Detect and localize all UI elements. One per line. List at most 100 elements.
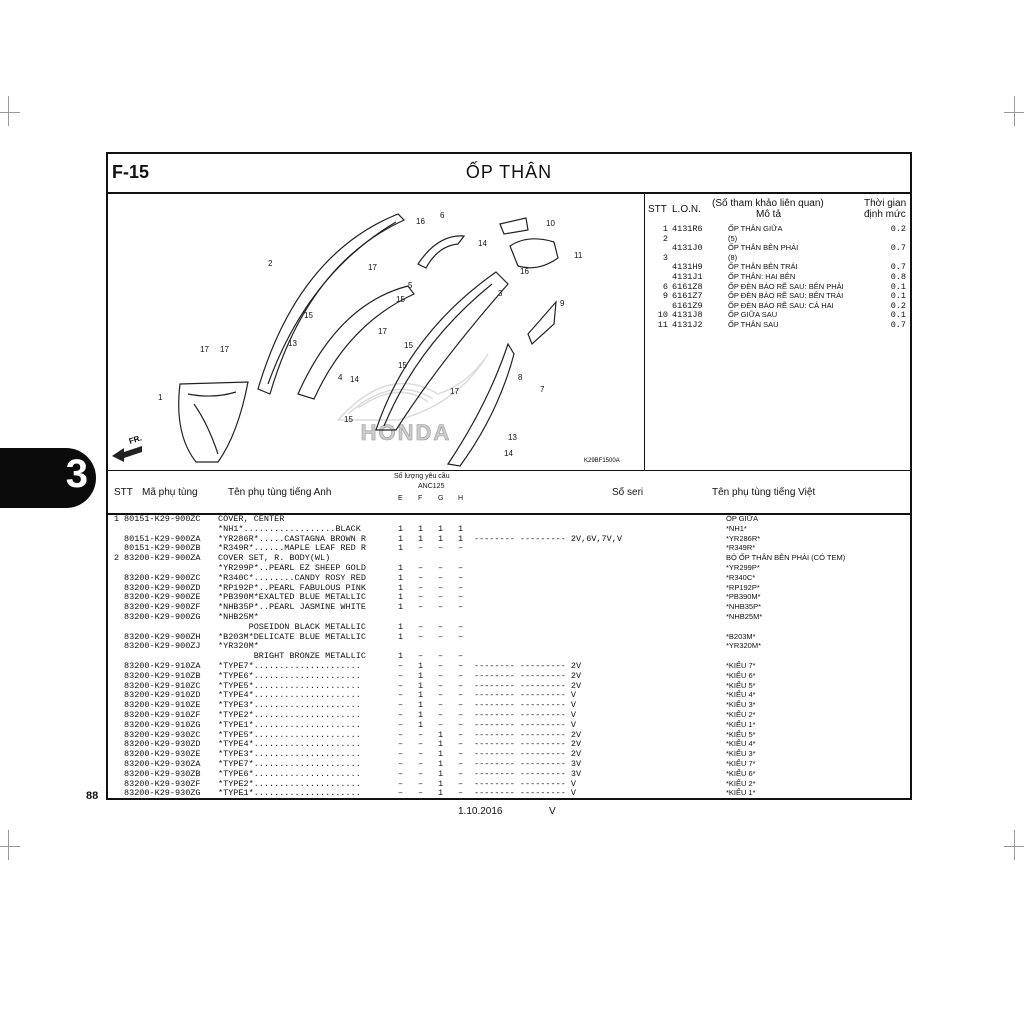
qty-h: – [458,670,464,681]
qty-h: – [458,749,464,760]
ref-header-lon: L.O.N. [672,204,701,215]
ref-lon: 6161Z8 [672,281,703,292]
qty-f: 1 [418,710,424,720]
part-stt: 2 [114,553,120,564]
qty-h: – [458,739,464,750]
ref-stt: 2 [662,233,668,244]
ref-stt: 6 [662,281,668,292]
part-name-vi: *YR286R* [726,533,761,543]
part-name-en: *TYPE3*..................... [218,749,361,760]
ref-header-time: Thời gian [864,198,907,209]
ref-desc: ỐP THÂN SAU [728,320,779,329]
part-number: 80151-K29-900ZC [124,514,201,524]
callout-17: 17 [200,345,209,354]
qty-g: – [438,572,444,583]
part-number: 83200-K29-900ZJ [124,641,201,652]
qty-e: – [398,759,404,769]
page-header: F-15 ỐP THÂN [108,154,910,194]
part-name-en: *RP192P*..PEARL FABULOUS PINK [218,582,366,593]
qty-h: 1 [458,533,464,544]
part-name-vi: *YR299P* [726,563,760,572]
part-name-vi: ỐP GIỮA [726,514,759,523]
honda-wing-watermark [336,353,489,421]
part-name-vi: *KIỂU 6* [726,768,756,778]
serial: -------- --------- 2V [474,749,582,760]
part-number: 83200-K29-930ZG [124,788,201,799]
qty-g: – [438,670,444,681]
callout-14: 14 [504,449,513,458]
qty-g: 1 [438,788,444,799]
parts-header-qty: Số lượng yêu cầu [394,473,450,480]
part-name-vi: *KIỂU 1* [726,788,756,798]
part-2-shape [257,213,406,395]
qty-e: – [398,670,404,681]
qty-h: – [458,700,464,711]
crop-mark [1014,830,1015,860]
callout-17: 17 [368,263,377,272]
callout-15: 15 [344,415,353,424]
callout-8: 8 [518,373,523,382]
qty-e: 1 [398,602,404,613]
divider [108,470,910,471]
qty-f: – [418,602,424,613]
qty-g: 1 [438,759,444,769]
part-number: 83200-K29-930ZA [124,759,201,769]
qty-h: – [458,710,464,720]
qty-g: – [438,719,444,730]
table-row: 83200-K29-910ZG*TYPE1*..................… [108,720,910,730]
part-name-vi: *KIỂU 7* [726,759,756,768]
part-name-en: *B203M*DELICATE BLUE METALLIC [218,631,366,642]
part-number: 80151-K29-900ZB [124,543,201,554]
callout-10: 10 [546,219,555,228]
serial: -------- --------- V [474,690,577,701]
parts-table-header: STT Mã phụ tùng Tên phụ tùng tiếng Anh S… [108,471,910,515]
part-name-en: COVER SET, R. BODY(WL) [218,553,331,564]
parts-header-part-no: Mã phụ tùng [142,487,198,498]
part-name-vi: *PB390M* [726,592,761,602]
part-name-vi: *KIỂU 6* [726,670,756,680]
part-name-vi: *KIỂU 3* [726,700,756,710]
table-row: 83200-K29-910ZB*TYPE6*..................… [108,671,910,681]
table-row: 83200-K29-930ZB*TYPE6*..................… [108,769,910,779]
qty-f: 1 [418,533,424,544]
part-number: 83200-K29-910ZB [124,670,201,681]
callout-11: 11 [574,251,583,260]
table-row: 80151-K29-900ZB*R349R*......MAPLE LEAF R… [108,543,910,553]
qty-g: – [438,651,444,662]
qty-f: – [418,543,424,554]
qty-e: 1 [398,572,404,583]
part-10-shape [499,217,529,235]
qty-f: 1 [418,661,424,671]
callout-13: 13 [288,339,297,348]
parts-header-name-en: Tên phụ tùng tiếng Anh [228,487,332,498]
part-name-vi: *KIỂU 3* [726,749,756,759]
qty-g: – [438,592,444,603]
callout-13: 13 [508,433,517,442]
callout-7: 7 [540,385,545,394]
qty-h: 1 [458,523,464,534]
callout-9: 9 [560,299,565,308]
part-name-en: *TYPE5*..................... [218,729,361,740]
qty-h: – [458,661,464,671]
ref-lon: 4131J8 [672,310,703,321]
part-5-shape [297,285,415,400]
part-name-en: *YR299P*..PEARL EZ SHEEP GOLD [218,563,366,573]
serial: -------- --------- V [474,778,577,789]
serial: -------- --------- V [474,788,577,799]
qty-e: – [398,788,404,799]
qty-g: 1 [438,729,444,740]
qty-e: 1 [398,651,404,662]
part-name-vi: *KIỂU 7* [726,661,756,670]
ref-desc: ỐP ĐÈN BÁO RẼ SAU: BÊN PHẢI [728,281,844,291]
qty-h: – [458,582,464,593]
part-number: 83200-K29-910ZD [124,690,201,701]
table-row: 83200-K29-910ZA*TYPE7*..................… [108,661,910,671]
part-number: 83200-K29-910ZC [124,680,201,691]
ref-desc: ỐP THÂN BÊN TRÁI [728,262,798,272]
